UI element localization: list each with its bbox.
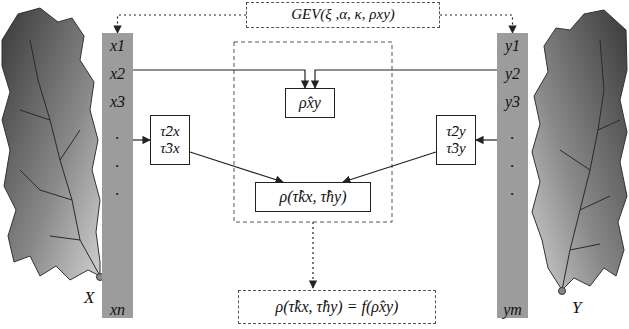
sample-value: x2 (102, 65, 133, 83)
formula-text: ρ̂xy (299, 94, 321, 112)
relation-box: ρ(τ̂kx, τ̂hy) = f(ρ̂xy) (238, 290, 436, 324)
sample-value: . (497, 125, 528, 143)
left-watershed (2, 8, 100, 280)
sample-value: y2 (497, 65, 528, 83)
outlet-point (559, 288, 566, 295)
flow-arrow (315, 70, 497, 88)
sample-value: . (102, 181, 133, 199)
sample-value: . (102, 125, 133, 143)
formula-text: τ̂2x (160, 123, 180, 140)
estimate-box: ρ̂xy (285, 88, 335, 118)
flow-arrow (476, 139, 497, 140)
right-river (560, 40, 620, 290)
group-frame (234, 42, 392, 222)
formula-text: ρ(τ̂kx, τ̂hy) (279, 188, 346, 206)
sample-value: y1 (497, 37, 528, 55)
flow-arrow (133, 139, 150, 140)
sample-column: x1 x2 x3... xn (102, 33, 133, 318)
sample-value: . (102, 153, 133, 171)
formula-text: GEV(ξ ,α, κ, ρxy) (291, 6, 395, 23)
flow-arrow (118, 15, 247, 33)
sample-value: y3 (497, 93, 528, 111)
formula-text: τ̂3x (160, 140, 180, 157)
right-watershed (532, 10, 627, 290)
sample-value: xn (102, 301, 133, 319)
sample-value: ym (497, 301, 528, 319)
formula-text: τ̂2y (446, 123, 466, 140)
sample-value: x1 (102, 37, 133, 55)
left-river (20, 40, 100, 276)
moment-box: τ̂2yτ̂3y (436, 115, 476, 165)
correlation-box: ρ(τ̂kx, τ̂hy) (255, 182, 371, 212)
moment-box: τ̂2xτ̂3x (150, 115, 190, 165)
result-arrow (312, 222, 313, 288)
formula-text: ρ(τ̂kx, τ̂hy) = f(ρ̂xy) (276, 298, 399, 316)
sample-value: . (497, 181, 528, 199)
outlet-label: Y (572, 298, 581, 318)
flow-arrow (133, 70, 305, 88)
sample-value: . (497, 153, 528, 171)
flow-arrow (343, 152, 436, 182)
flow-arrow (190, 152, 283, 182)
flow-arrow (440, 15, 513, 33)
model-box: GEV(ξ ,α, κ, ρxy) (246, 2, 440, 28)
outlet-label: X (84, 288, 94, 308)
sample-column: y1 y2 y3... ym (497, 33, 528, 318)
sample-value: x3 (102, 93, 133, 111)
formula-text: τ̂3y (446, 140, 466, 157)
